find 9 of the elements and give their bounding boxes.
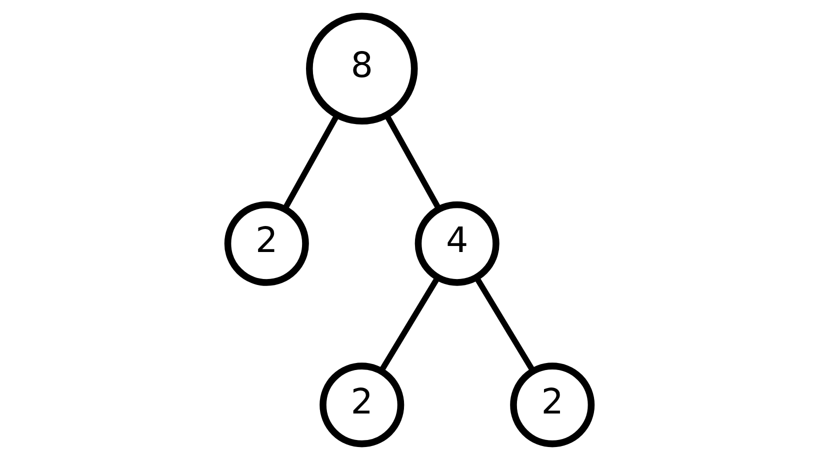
connector — [474, 276, 536, 372]
node-circle: 4 — [414, 201, 500, 286]
connector — [384, 114, 442, 210]
node-circle: 2 — [224, 201, 309, 286]
node-circle: 2 — [510, 362, 595, 448]
connector — [378, 276, 440, 372]
node-circle: 2 — [320, 362, 404, 448]
connector — [282, 114, 340, 210]
node-circle: 8 — [306, 12, 418, 125]
